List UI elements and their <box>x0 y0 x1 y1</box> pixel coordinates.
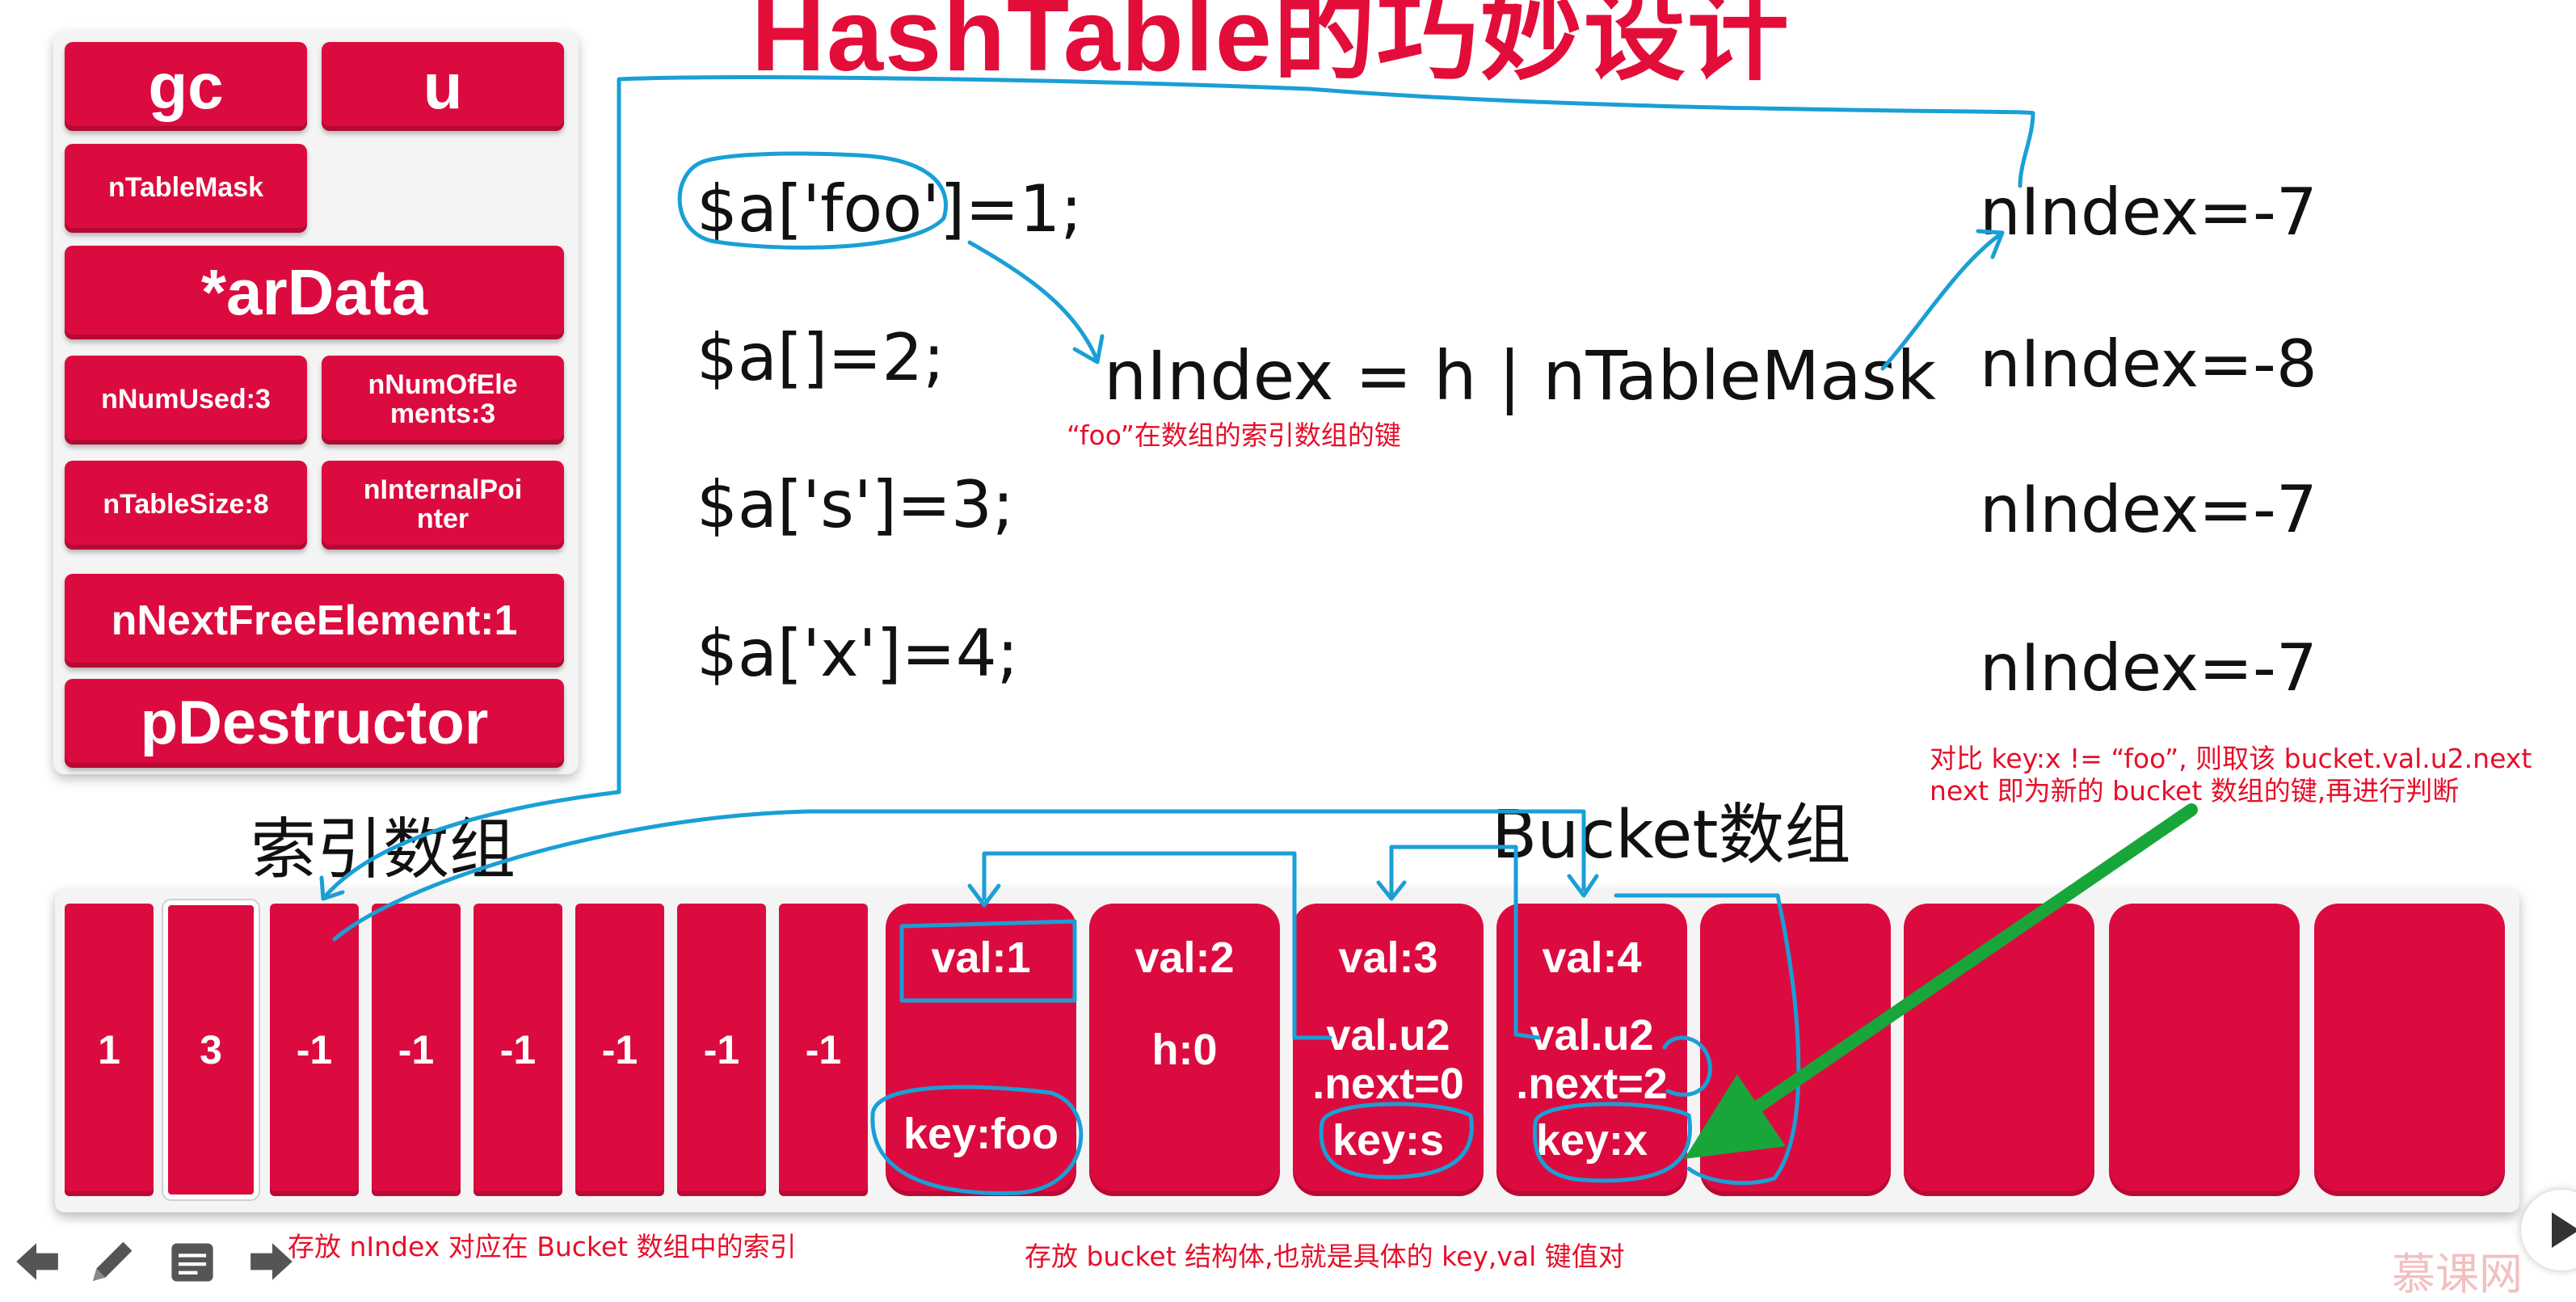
index-array-label: 索引数组 <box>250 811 516 888</box>
field-ardata: *arData <box>65 246 564 339</box>
watermark-logo: 慕课网 <box>2392 1249 2523 1300</box>
nindex-value-3: nIndex=-7 <box>1980 472 2317 547</box>
code-line-3: $a['s']=3; <box>697 467 1014 542</box>
field-gc: gc <box>65 42 307 131</box>
bucket-mid2: .next=2 <box>1516 1060 1668 1108</box>
bucket-val: val:1 <box>931 933 1031 982</box>
index-cell: 1 <box>65 904 154 1196</box>
field-ntablemask: nTableMask <box>65 144 307 233</box>
nindex-value-2: nIndex=-8 <box>1980 327 2317 402</box>
index-cell: -1 <box>372 904 461 1196</box>
bucket-val: val:3 <box>1338 933 1438 982</box>
nindex-value-1: nIndex=-7 <box>1980 175 2317 250</box>
notes-icon[interactable] <box>166 1237 218 1292</box>
bucket-cell-3: val:3 val.u2 .next=0 key:s <box>1293 904 1484 1196</box>
slide-title: HashTable的巧妙设计 <box>751 0 1791 92</box>
bucket-mid: val.u2 <box>1326 1011 1450 1060</box>
index-cell: -1 <box>575 904 664 1196</box>
bucket-val: val:2 <box>1134 933 1235 982</box>
bucket-cell-4: val:4 val.u2 .next=2 key:x <box>1496 904 1687 1196</box>
bucket-array-note: 存放 bucket 结构体,也就是具体的 key,val 键值对 <box>1025 1241 1625 1272</box>
index-cell: -1 <box>779 904 868 1196</box>
compare-note-line-2: next 即为新的 bucket 数组的键,再进行判断 <box>1930 775 2460 807</box>
index-cell: -1 <box>677 904 766 1196</box>
bucket-cell-empty <box>1700 904 1891 1196</box>
code-line-2: $a[]=2; <box>697 320 945 395</box>
bucket-mid: h:0 <box>1151 1026 1218 1074</box>
prev-arrow-icon[interactable] <box>11 1237 61 1291</box>
hash-formula: nIndex = h | nTableMask <box>1104 336 1937 415</box>
top-loop-line <box>321 75 2035 901</box>
bucket-mid2: .next=0 <box>1312 1060 1464 1108</box>
bucket-cell-1: val:1 key:foo <box>886 904 1076 1196</box>
index-cell: 3 <box>163 900 259 1199</box>
bucket-cell-empty <box>2109 904 2300 1196</box>
field-ninternalpointer: nInternalPoi nter <box>322 461 564 550</box>
pen-icon[interactable] <box>84 1237 137 1294</box>
formula-note: “foo”在数组的索引数组的键 <box>1067 419 1401 451</box>
bucket-val: val:4 <box>1542 933 1642 982</box>
bucket-key: key:s <box>1332 1116 1445 1165</box>
field-nnextfreeelement: nNextFreeElement:1 <box>65 574 564 668</box>
index-array-note: 存放 nIndex 对应在 Bucket 数组中的索引 <box>288 1231 797 1262</box>
bucket-array-label: Bucket数组 <box>1492 797 1851 874</box>
next-arrow-icon[interactable] <box>247 1237 297 1291</box>
bucket-cell-empty <box>2314 904 2505 1196</box>
bucket-cell-2: val:2 h:0 <box>1089 904 1280 1196</box>
play-icon[interactable] <box>2521 1190 2576 1270</box>
foo-arrow <box>967 240 1100 363</box>
bucket-mid: val.u2 <box>1530 1011 1654 1060</box>
field-nnumused: nNumUsed:3 <box>65 356 307 445</box>
field-pdestructor: pDestructor <box>65 679 564 768</box>
code-line-4: $a['x']=4; <box>697 616 1019 691</box>
code-line-1: $a['foo']=1; <box>697 171 1083 246</box>
field-nnumofelements: nNumOfEle ments:3 <box>322 356 564 445</box>
nindex-value-4: nIndex=-7 <box>1980 630 2317 706</box>
field-u: u <box>322 42 564 131</box>
index-cell: -1 <box>474 904 562 1196</box>
bucket-key: key:foo <box>903 1110 1059 1158</box>
field-ntablesize: nTableSize:8 <box>65 461 307 550</box>
bucket-cell-empty <box>1904 904 2094 1196</box>
index-cell: -1 <box>270 904 359 1196</box>
bucket-key: key:x <box>1535 1116 1648 1165</box>
